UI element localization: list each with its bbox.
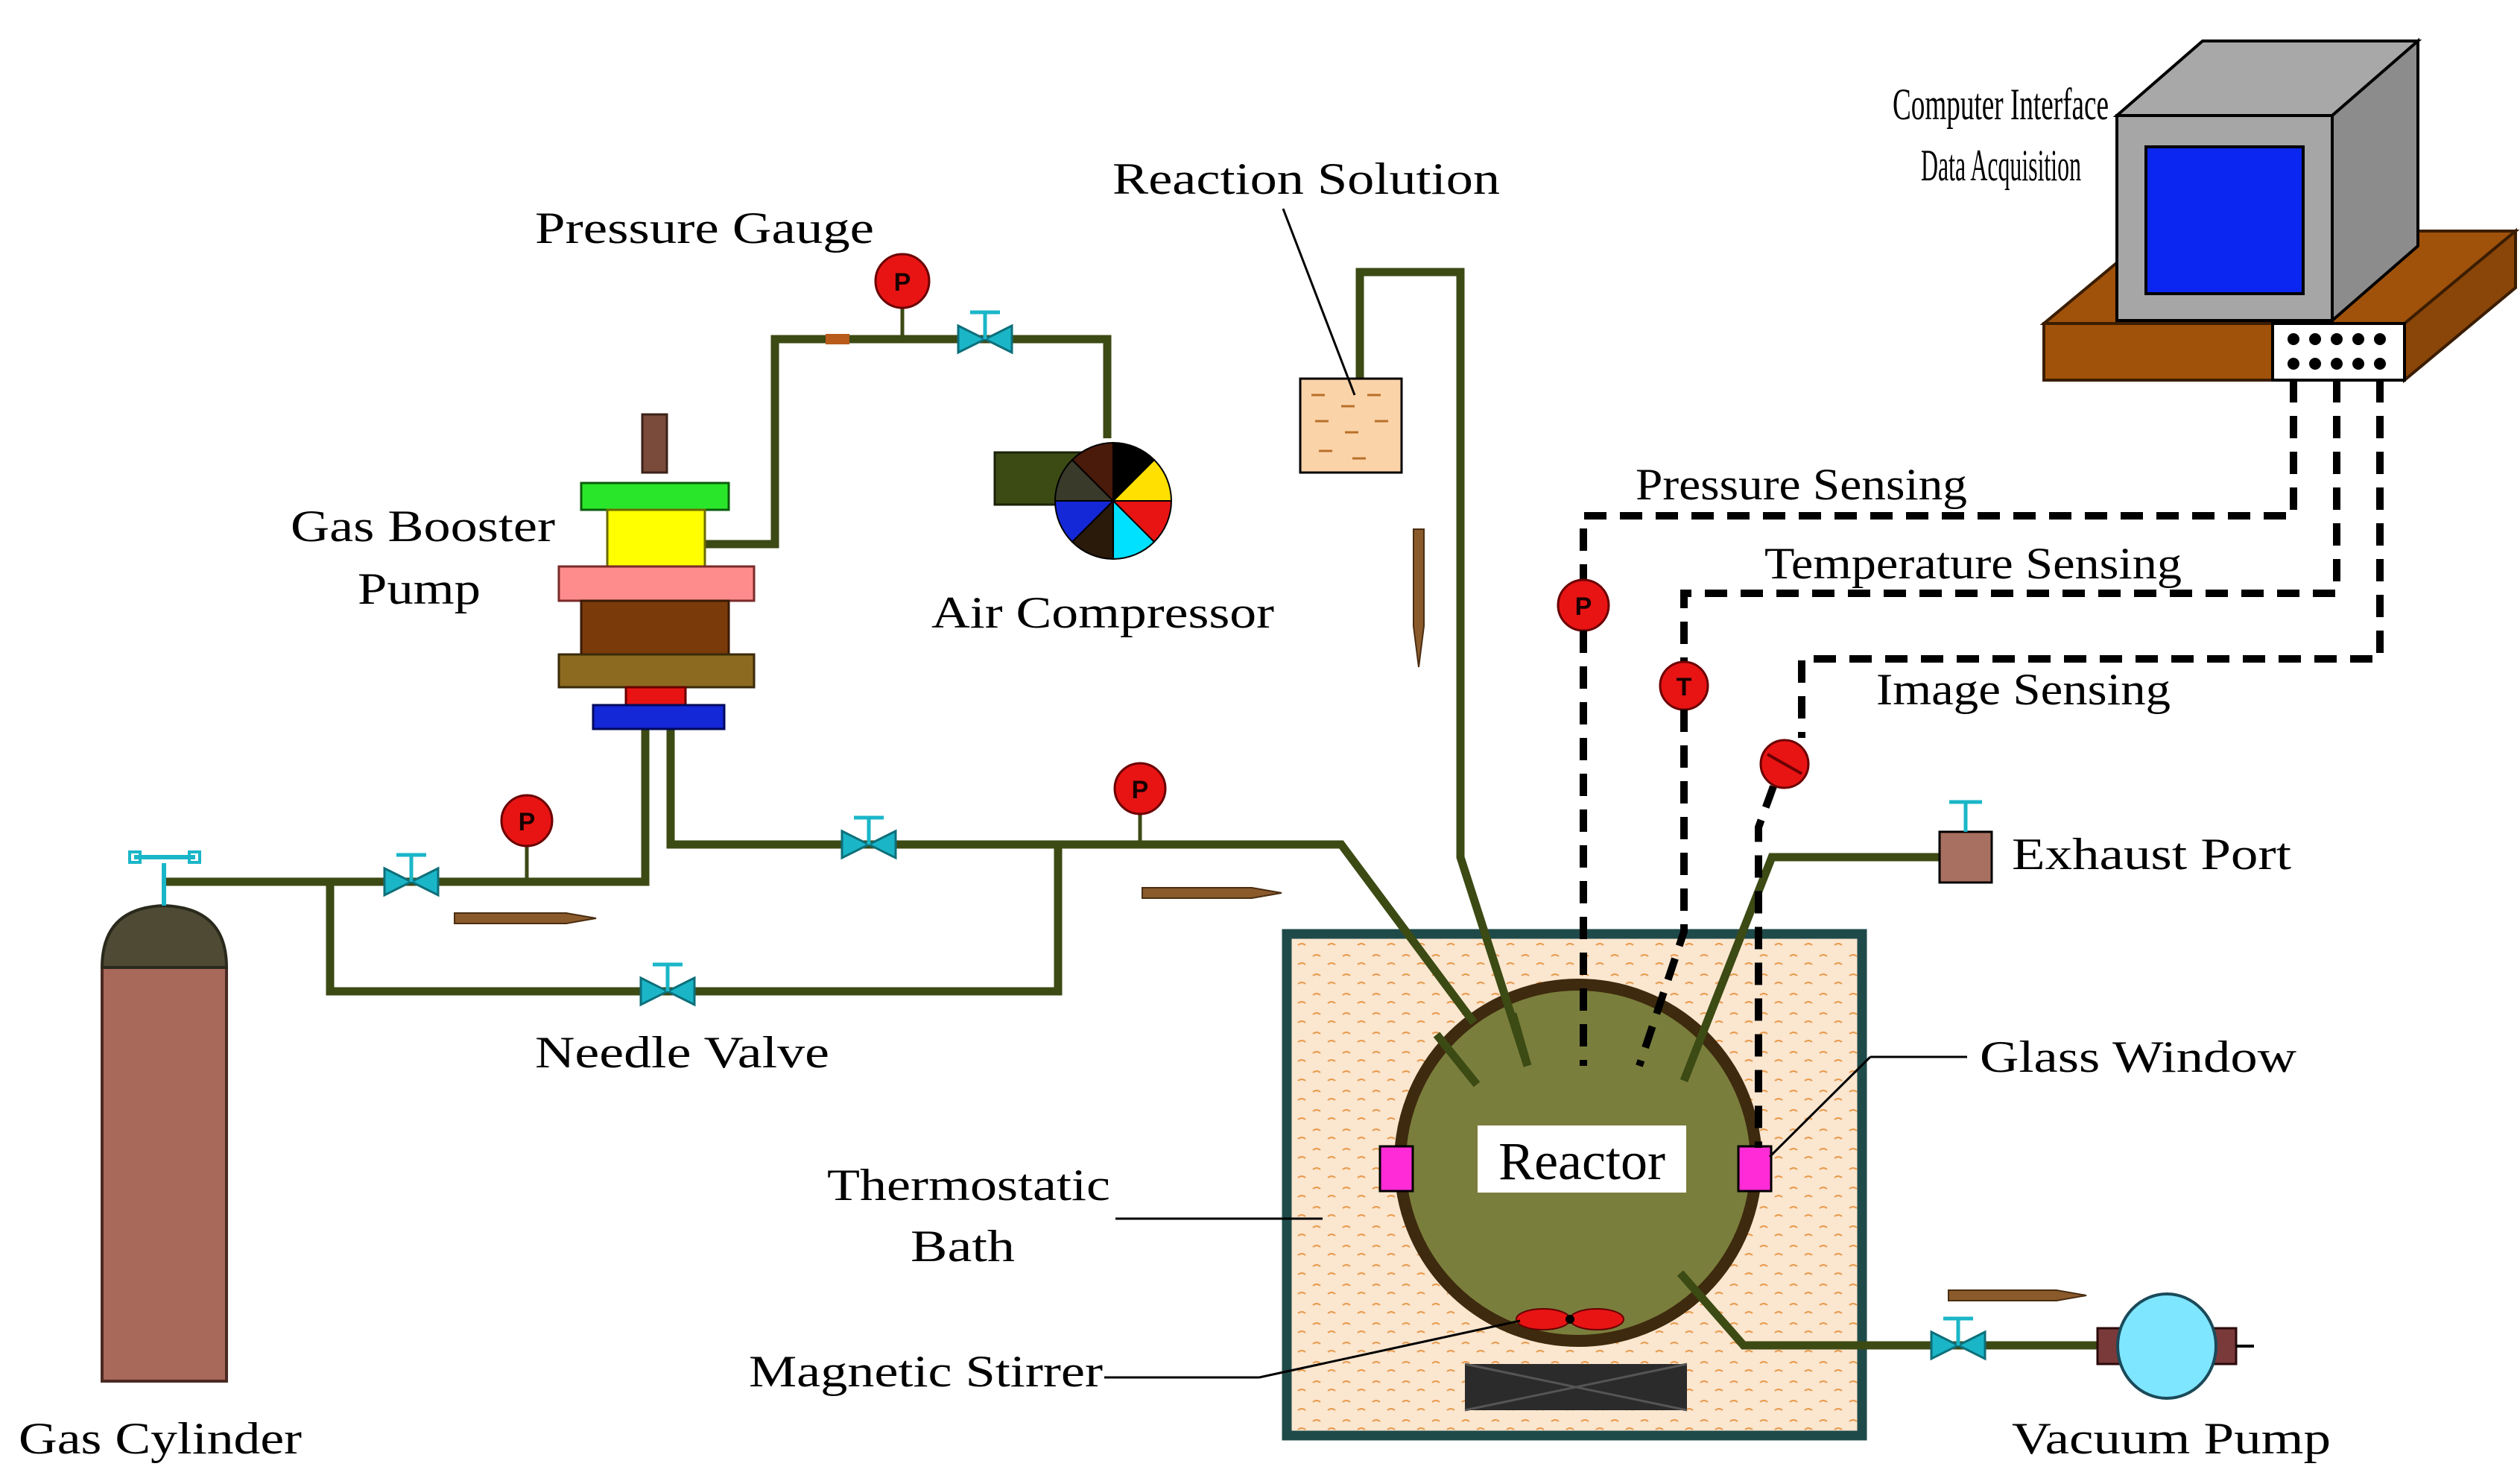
reaction-solution-line [1355,268,1532,1067]
valve-booster-outlet [840,815,897,860]
magnetic-stirrer-bar [1516,1308,1624,1330]
vacuum-pump: Vacuum Pump [2012,1292,2331,1463]
gas-booster-label-line2: Pump [358,564,481,613]
gas-booster-pump: Gas Booster Pump [291,413,756,730]
svg-text:T: T [1677,673,1692,701]
image-sensing-label: Image Sensing [1876,665,2171,714]
magnetic-stirrer-label: Magnetic Stirrer [749,1347,1103,1396]
gauges: P P P Pressure Gauge P T [500,203,1810,1148]
cylinder-body [101,966,228,1383]
bypass-line [326,844,1063,996]
vacuum-pump-label: Vacuum Pump [2012,1414,2331,1463]
reaction-solution-beaker: Reaction Solution [1112,154,1500,474]
temperature-sensing-label: Temperature Sensing [1764,539,2182,588]
reactor-label-box [1478,1125,1686,1193]
thermostatic-bath-label-line1: Thermostatic [827,1161,1110,1210]
temperature-sensing-line [1680,380,2340,686]
exhaust-port: Exhaust Port [1938,800,2291,884]
gas-cylinder-label: Gas Cylinder [19,1414,302,1463]
exhaust-line [1680,853,1940,1083]
pressure-gauge-label: Pressure Gauge [535,203,874,253]
image-sensing-line [1798,380,2384,738]
monitor-screen [2144,145,2305,295]
reactor: Reactor [1378,979,1773,1347]
needle-valve-label: Needle Valve [535,1028,829,1077]
booster-outlet-line [666,726,1478,1026]
flow-arrow-vacuum [1948,1289,2087,1301]
svg-text:P: P [1575,593,1592,621]
cylinder-cap [100,903,229,969]
image-sensor [1759,739,1810,789]
data-port-panel [2271,322,2406,382]
thermostatic-bath-label-line2: Bath [911,1222,1015,1271]
svg-text:P: P [1132,776,1149,804]
sensing-lines: Pressure Sensing Temperature Sensing Ima… [1580,380,2384,738]
data-port-dots [2288,333,2386,370]
svg-text:P: P [894,268,911,297]
flow-arrow-solution [1413,528,1425,668]
valve-cylinder-line [383,853,440,897]
flow-arrows [454,528,2087,1301]
pressure-gauge-cylinder-line: P [500,794,554,847]
reaction-solution-label: Reaction Solution [1112,154,1500,203]
needle-valve [639,962,696,1007]
exhaust-port-label: Exhaust Port [2012,830,2291,879]
computer-label-line1: Computer Interface [1893,80,2109,129]
pipework [162,268,2101,1350]
cylinder-supply-line [162,726,650,886]
flow-arrow-reactor-inlet [1142,887,1282,899]
temperature-sensor: T [1659,660,1709,711]
valves: Needle Valve [383,310,1986,1361]
pressure-gauge-reactor-line: P [1113,762,1167,815]
pressure-sensing-label: Pressure Sensing [1636,460,1967,509]
flow-arrow-cylinder [454,912,597,924]
valve-vacuum-line [1930,1316,1986,1361]
pressure-sensor: P [1557,578,1610,632]
glass-window-right [1737,1145,1773,1193]
gas-booster-label-line1: Gas Booster [291,502,555,551]
gas-cylinder: Gas Cylinder [19,850,302,1463]
air-compressor-label: Air Compressor [931,588,1274,637]
air-compressor: Air Compressor [931,441,1274,637]
compressor-wheel [1054,441,1173,561]
booster-to-compressor-line [705,335,1112,549]
pressure-gauge-compressor-line: P [874,253,931,309]
svg-text:P: P [519,808,536,836]
callouts: Glass Window Thermostatic Bath Magnetic … [749,1032,2297,1396]
reactor-label: Reactor [1498,1131,1665,1191]
glass-window-label: Glass Window [1980,1032,2297,1082]
glass-window-left [1378,1145,1414,1193]
computer-label-line2: Data Acquisition [1921,141,2081,190]
computer: Computer Interface Data Acquisition [1893,37,2520,384]
valve-compressor-line [957,310,1013,355]
